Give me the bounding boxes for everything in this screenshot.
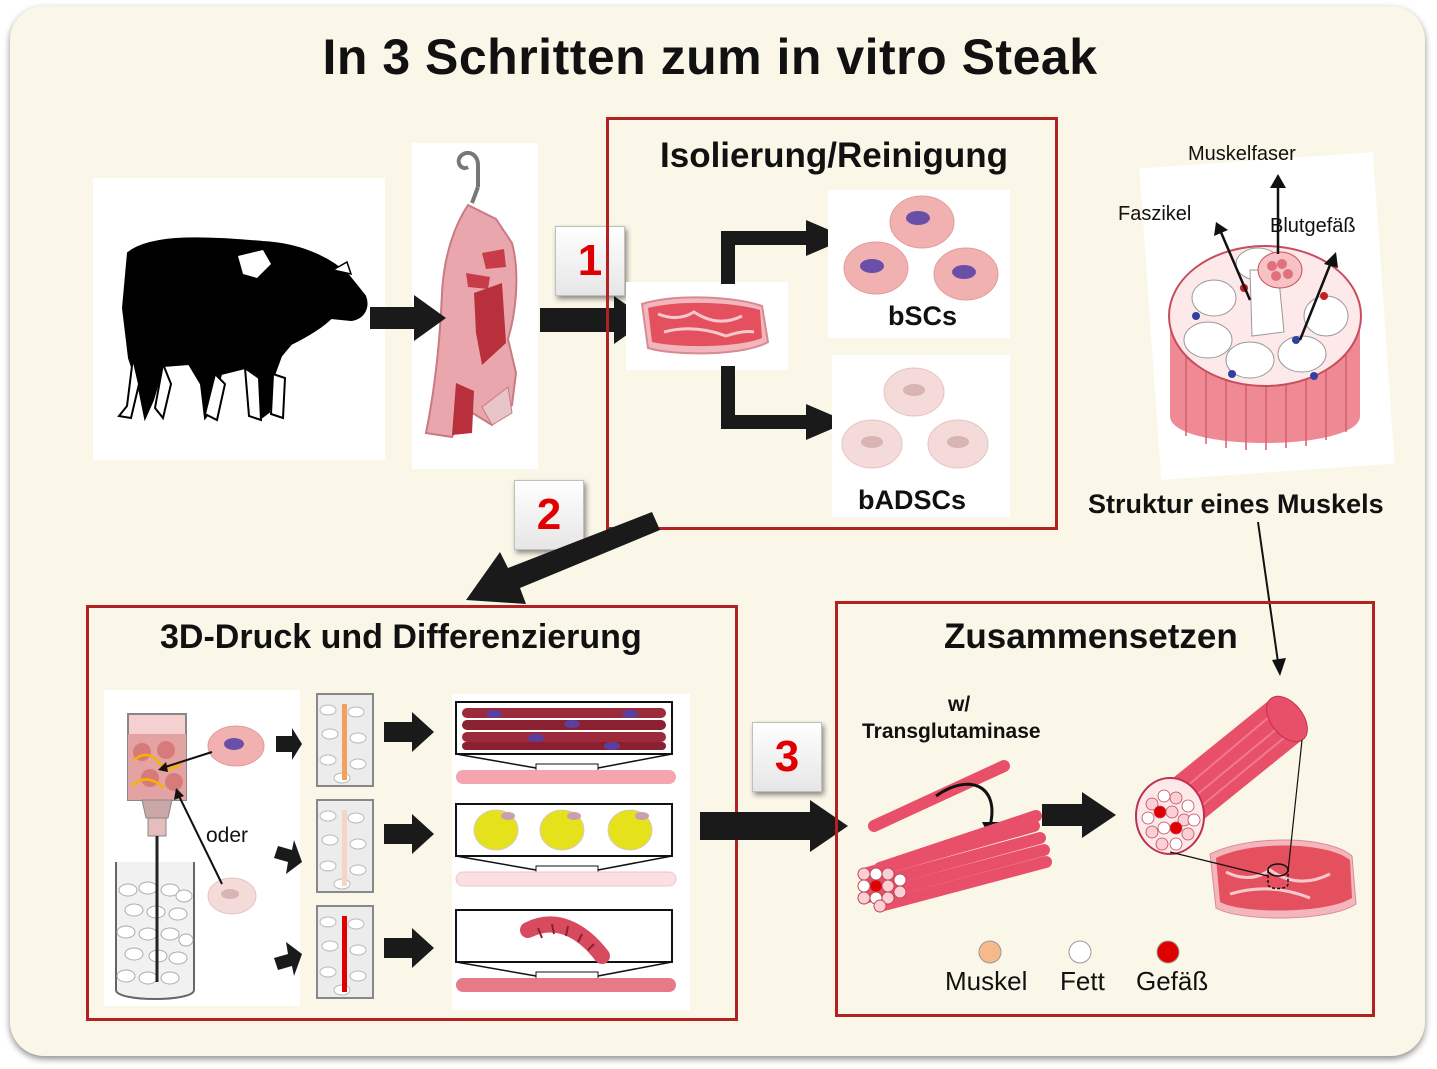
tube-muscle	[316, 693, 374, 787]
assembled-steak	[1135, 695, 1357, 919]
arrow-structure-to-fiber	[1257, 521, 1286, 676]
arrow-to-printing	[466, 512, 660, 604]
assembly-box	[835, 601, 1375, 1017]
carcass-illustration	[424, 150, 518, 439]
fat-tissue	[455, 803, 677, 887]
legend-label-muscle: Muskel	[945, 966, 1028, 996]
muscle-tissue	[455, 701, 676, 784]
page-title: In 3 Schritten zum in vitro Steak	[322, 29, 1098, 85]
enzyme-label-w: w/	[948, 693, 971, 716]
bioprinter-illustration	[115, 713, 265, 1000]
step-1-badge: 1	[555, 226, 625, 296]
muscle-fiber-label: Muskelfaser	[1188, 143, 1296, 165]
step-3-badge: 3	[752, 722, 822, 792]
badscs-cells	[841, 367, 989, 469]
arrow-cow-to-carcass	[370, 295, 446, 341]
fascicle-label: Faszikel	[1118, 203, 1192, 225]
meat-sample	[640, 296, 770, 355]
legend-swatch-fat	[1068, 940, 1092, 964]
legend-swatch-vessel	[1156, 940, 1180, 964]
differentiated-tissues	[455, 701, 677, 992]
isolation-box	[606, 117, 1058, 530]
bscs-label: bSCs	[888, 301, 958, 331]
assembly-heading: Zusammensetzen	[944, 617, 1238, 656]
step-2-badge: 2	[514, 480, 584, 550]
small-chevron-arrows	[274, 728, 302, 976]
muscle-structure-illustration	[1168, 245, 1362, 450]
legend-swatches	[978, 940, 1180, 964]
legend-label-fat: Fett	[1060, 966, 1105, 996]
test-tubes	[316, 693, 374, 999]
arrow-to-assembly	[700, 800, 848, 852]
cow-illustration	[117, 237, 368, 422]
bscs-cells	[843, 195, 999, 301]
branch-arrows	[721, 220, 848, 440]
arrow-carcass-to-meat	[540, 296, 648, 344]
badscs-label: bADSCs	[858, 485, 967, 515]
printing-heading: 3D-Druck und Differenzierung	[160, 618, 642, 656]
arrow-bundle-to-muscle	[1042, 792, 1116, 838]
enzyme-label: Transglutaminase	[862, 720, 1041, 743]
tube-fat	[316, 799, 374, 893]
tube-to-tissue-arrows	[384, 712, 434, 968]
vessel-tissue	[455, 909, 676, 992]
isolation-heading: Isolierung/Reinigung	[660, 136, 1009, 175]
legend-swatch-muscle	[978, 940, 1002, 964]
fiber-bundle	[857, 760, 1052, 913]
tube-vessel	[316, 905, 374, 999]
legend-label-vessel: Gefäß	[1136, 966, 1209, 996]
blood-vessel-label: Blutgefäß	[1270, 215, 1356, 237]
or-label: oder	[206, 824, 249, 847]
muscle-structure-caption: Struktur eines Muskels	[1088, 489, 1384, 519]
structure-label-arrows	[1214, 174, 1338, 341]
